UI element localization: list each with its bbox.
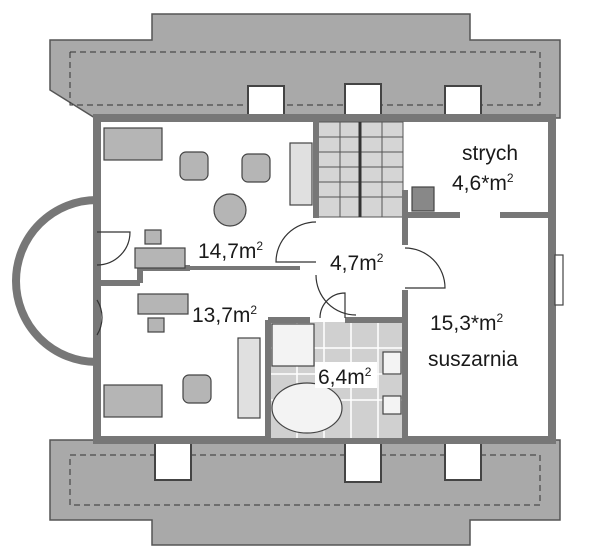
roof-bottom: [49, 439, 561, 546]
doors[interactable]: [96, 221, 446, 336]
room-label-upper-left: 14,7m2: [198, 239, 263, 263]
room-label-suszarnia: 15,3*m2: [430, 311, 504, 335]
roof-top: [49, 13, 561, 119]
staircase[interactable]: [317, 121, 404, 218]
room-label-lower-left: 13,7m2: [192, 303, 257, 327]
furniture: [103, 127, 564, 434]
bay-window: [12, 195, 101, 367]
room-name-suszarnia: suszarnia: [428, 348, 518, 371]
room-name-strych: strych: [462, 142, 518, 165]
room-label-bathroom: 6,4m2: [318, 365, 372, 389]
room-label-strych: 4,6*m2: [452, 171, 514, 195]
room-label-hall: 4,7m2: [330, 251, 384, 275]
